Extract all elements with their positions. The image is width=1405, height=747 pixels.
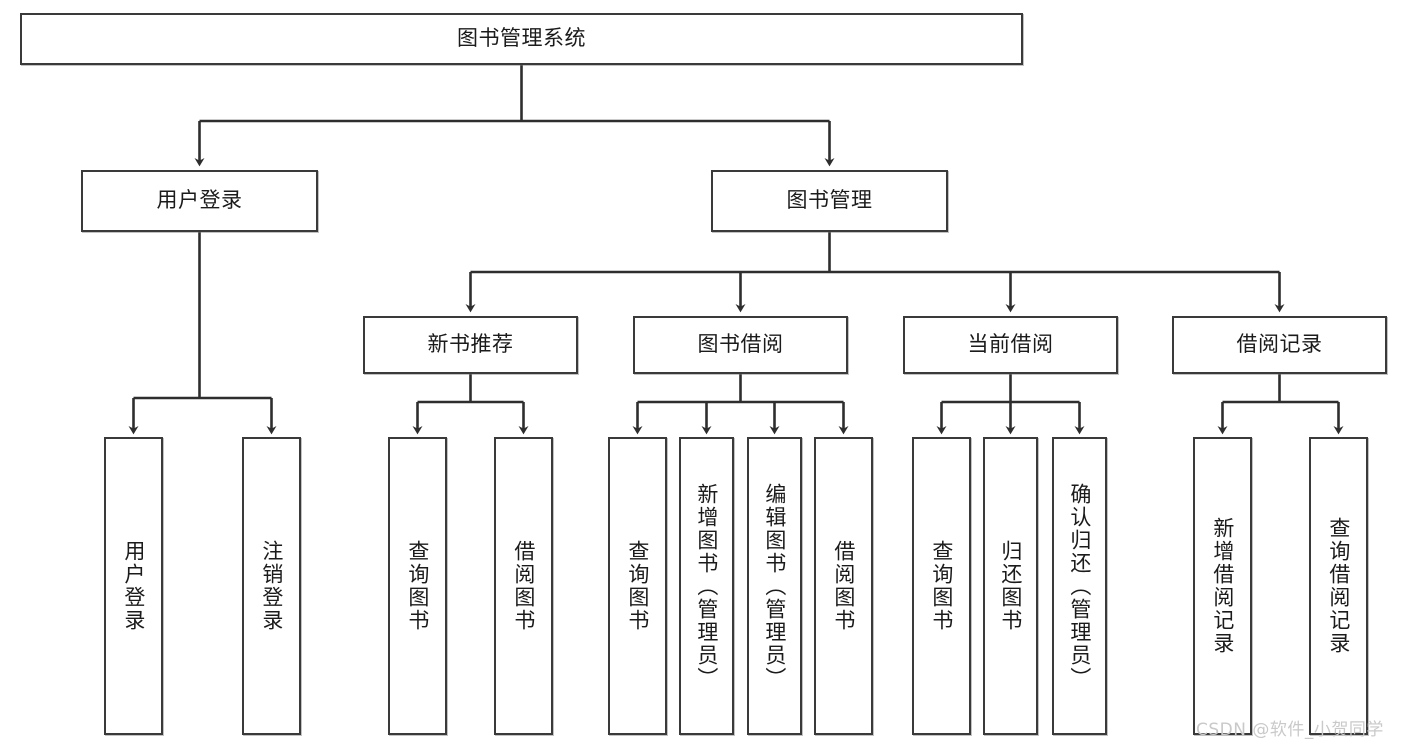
node-label: 借阅图书 (511, 540, 536, 632)
node-label: 图书管理 (786, 188, 873, 213)
node-label: 归还图书 (998, 540, 1023, 632)
leaf-current-confirm-return-admin[interactable]: 确认归还（管理员） (1052, 437, 1107, 735)
node-book-borrow[interactable]: 图书借阅 (633, 316, 848, 374)
node-label: 确认归还（管理员） (1067, 482, 1092, 690)
node-root-system[interactable]: 图书管理系统 (20, 13, 1023, 65)
leaf-recommend-borrow-book[interactable]: 借阅图书 (494, 437, 553, 735)
leaf-current-query-book[interactable]: 查询图书 (912, 437, 971, 735)
node-label: 用户登录 (121, 540, 146, 632)
node-label: 新增借阅记录 (1210, 517, 1235, 655)
leaf-record-add-record[interactable]: 新增借阅记录 (1193, 437, 1252, 735)
node-label: 当前借阅 (967, 332, 1054, 357)
node-label: 借阅记录 (1236, 332, 1323, 357)
node-user-login[interactable]: 用户登录 (81, 170, 318, 232)
node-book-management[interactable]: 图书管理 (711, 170, 948, 232)
node-label: 图书管理系统 (457, 26, 586, 51)
node-label: 新书推荐 (427, 332, 514, 357)
node-new-book-recommend[interactable]: 新书推荐 (363, 316, 578, 374)
leaf-borrow-edit-book-admin[interactable]: 编辑图书（管理员） (747, 437, 802, 735)
node-label: 查询图书 (929, 540, 954, 632)
leaf-user-login-signout[interactable]: 注销登录 (242, 437, 301, 735)
node-label: 图书借阅 (697, 332, 784, 357)
leaf-user-login-signin[interactable]: 用户登录 (104, 437, 163, 735)
node-label: 借阅图书 (831, 540, 856, 632)
node-label: 查询借阅记录 (1326, 517, 1351, 655)
leaf-borrow-borrow-book[interactable]: 借阅图书 (814, 437, 873, 735)
csdn-watermark: CSDN @软件_小贺同学 (1196, 720, 1384, 740)
leaf-borrow-query-book[interactable]: 查询图书 (608, 437, 667, 735)
node-label: 查询图书 (625, 540, 650, 632)
node-label: 注销登录 (259, 540, 284, 632)
leaf-borrow-add-book-admin[interactable]: 新增图书（管理员） (679, 437, 734, 735)
node-label: 查询图书 (405, 540, 430, 632)
leaf-recommend-query-book[interactable]: 查询图书 (388, 437, 447, 735)
node-borrow-record[interactable]: 借阅记录 (1172, 316, 1387, 374)
leaf-record-query-record[interactable]: 查询借阅记录 (1309, 437, 1368, 735)
node-label: 编辑图书（管理员） (762, 482, 787, 690)
node-current-borrow[interactable]: 当前借阅 (903, 316, 1118, 374)
node-label: 用户登录 (156, 188, 243, 213)
node-label: 新增图书（管理员） (694, 482, 719, 690)
leaf-current-return-book[interactable]: 归还图书 (983, 437, 1038, 735)
